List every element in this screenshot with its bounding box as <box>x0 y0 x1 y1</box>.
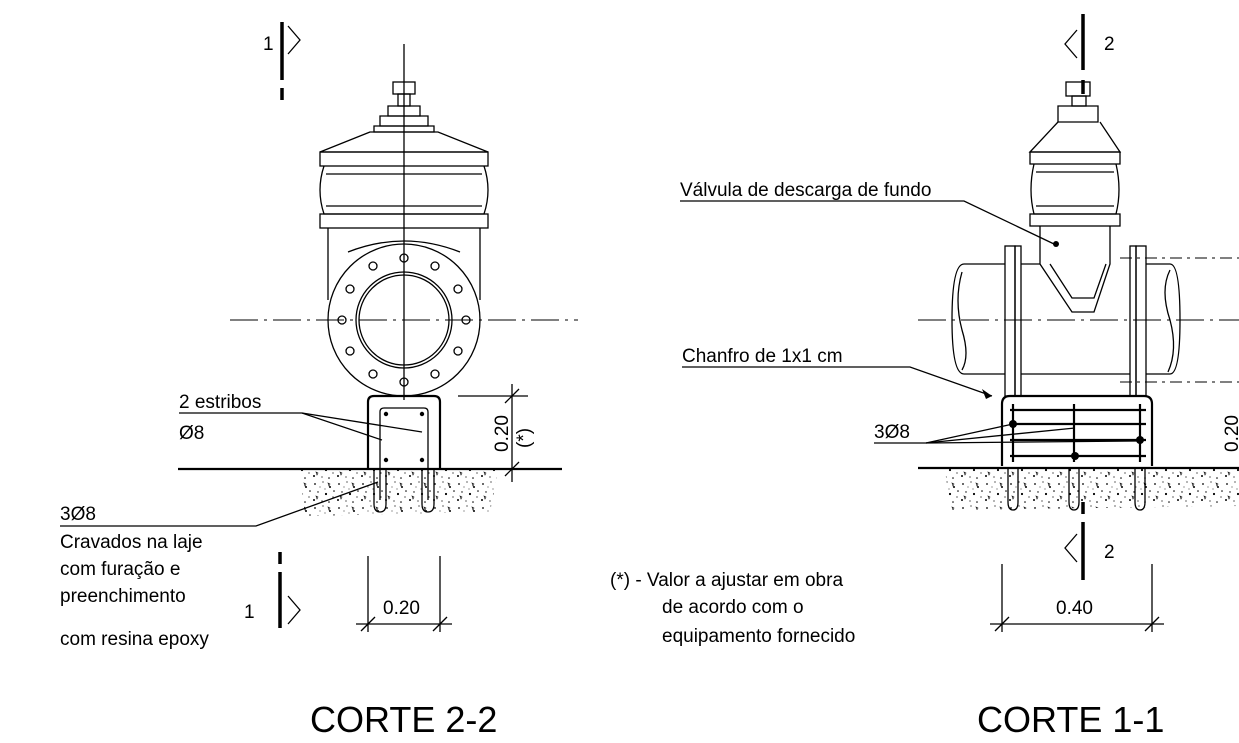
bars-callout-right: 3Ø8 <box>874 422 1139 444</box>
valve-front-view <box>319 44 489 400</box>
bars-note-line-4: com resina epoxy <box>60 629 209 650</box>
chamfer-callout: Chanfro de 1x1 cm <box>682 346 993 399</box>
section-2-2: 1 1 <box>60 22 578 740</box>
cut-marker-top-right-label: 2 <box>1104 34 1115 55</box>
cut-marker-bottom: 1 <box>244 552 301 628</box>
concrete-slab <box>178 467 562 516</box>
chamfer-label: Chanfro de 1x1 cm <box>682 346 843 367</box>
stirrups-label: 2 estribos <box>179 392 261 413</box>
footnote-line-3: equipamento fornecido <box>662 626 855 647</box>
cut-marker-bottom-right-label: 2 <box>1104 542 1115 563</box>
footnote: (*) - Valor a ajustar em obra de acordo … <box>610 570 855 647</box>
stirrups-diameter: Ø8 <box>179 423 204 444</box>
cut-marker-bottom-right: 2 <box>1064 502 1115 580</box>
support-block <box>366 394 442 500</box>
dim-height-left: 0.20 (*) <box>458 384 535 482</box>
bars-note-line-2: com furação e <box>60 559 180 580</box>
section-1-1: 2 2 <box>680 14 1239 740</box>
bars-label-left: 3Ø8 <box>60 504 96 525</box>
section-title-right: CORTE 1-1 <box>977 699 1164 740</box>
bars-callout-left: 3Ø8 Cravados na laje com furação e preen… <box>60 481 379 650</box>
cut-marker-top-label: 1 <box>263 34 274 55</box>
bars-note-line-3: preenchimento <box>60 586 186 607</box>
valve-callout: Válvula de descarga de fundo <box>680 180 1055 245</box>
cut-marker-bottom-label: 1 <box>244 602 255 623</box>
stirrups-callout: 2 estribos Ø8 <box>179 392 423 444</box>
dim-height-note: (*) <box>514 428 535 448</box>
dim-height-right-label: 0.20 <box>1222 415 1239 452</box>
concrete-slab-right <box>918 466 1239 511</box>
valve-label: Válvula de descarga de fundo <box>680 180 931 201</box>
footnote-line-1: (*) - Valor a ajustar em obra <box>610 570 843 591</box>
dim-width-label: 0.20 <box>383 598 420 619</box>
dim-height-right: 0.20 <box>1222 415 1239 452</box>
pipe-assembly <box>951 245 1239 397</box>
valve-side-view <box>1028 81 1122 313</box>
dim-width-right-label: 0.40 <box>1056 598 1093 619</box>
dim-width-right: 0.40 <box>990 564 1164 632</box>
bars-note-line-1: Cravados na laje <box>60 532 203 553</box>
support-block-right <box>1000 394 1154 466</box>
bars-label-right: 3Ø8 <box>874 422 910 443</box>
cut-marker-top: 1 <box>263 22 301 100</box>
dim-height-label: 0.20 <box>492 415 513 452</box>
section-title-left: CORTE 2-2 <box>310 699 497 740</box>
dim-width-left: 0.20 <box>356 556 452 632</box>
footnote-line-2: de acordo com o <box>662 597 804 618</box>
